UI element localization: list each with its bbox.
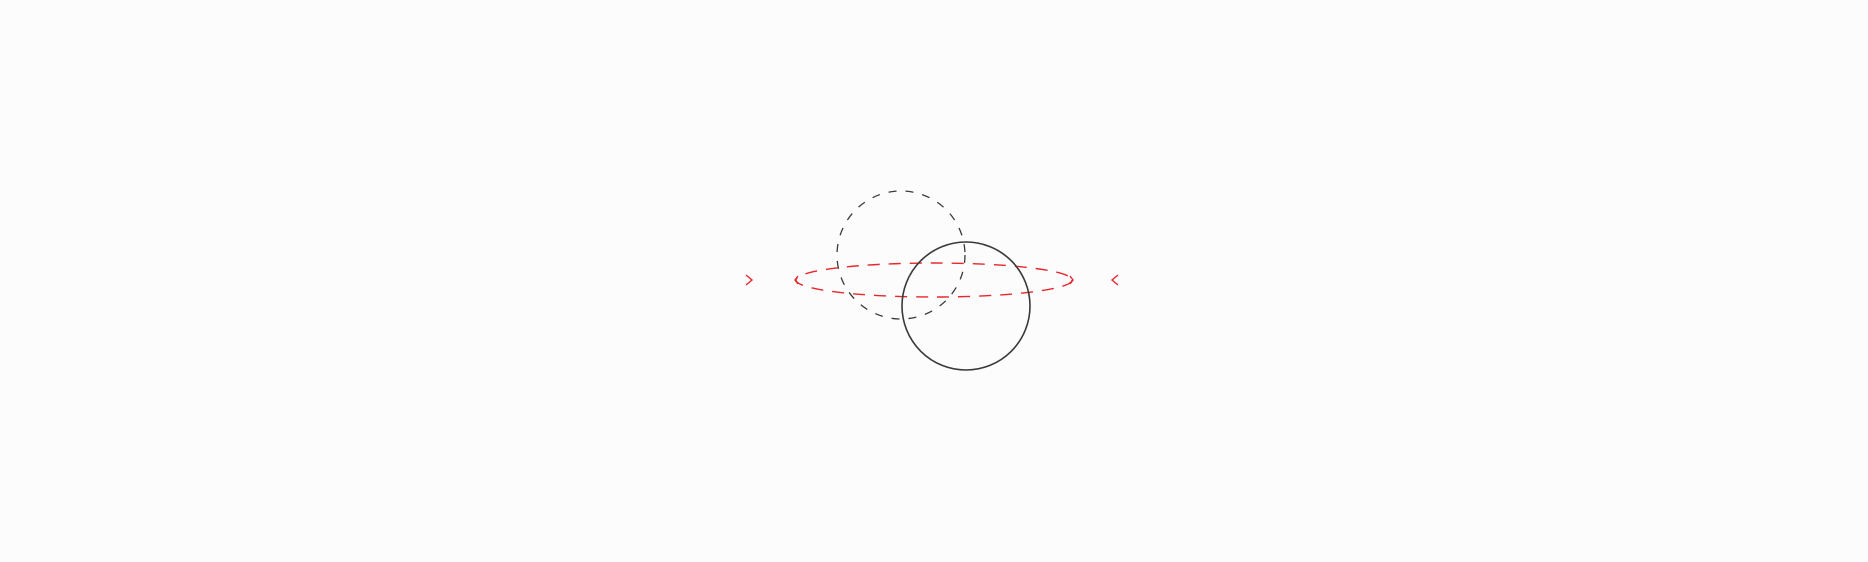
left-incoming-arrow (370, 274, 754, 286)
left-arrow-head (745, 274, 754, 286)
ellipse-right-chevron-icon (1069, 275, 1074, 285)
red-dashed-ellipse (795, 262, 1073, 298)
ellipse-left-chevron-icon (794, 275, 799, 285)
solid-circle (901, 241, 1031, 371)
right-incoming-arrow (1110, 274, 1490, 286)
right-arrow-head (1110, 274, 1119, 286)
dashed-circle (836, 190, 966, 320)
